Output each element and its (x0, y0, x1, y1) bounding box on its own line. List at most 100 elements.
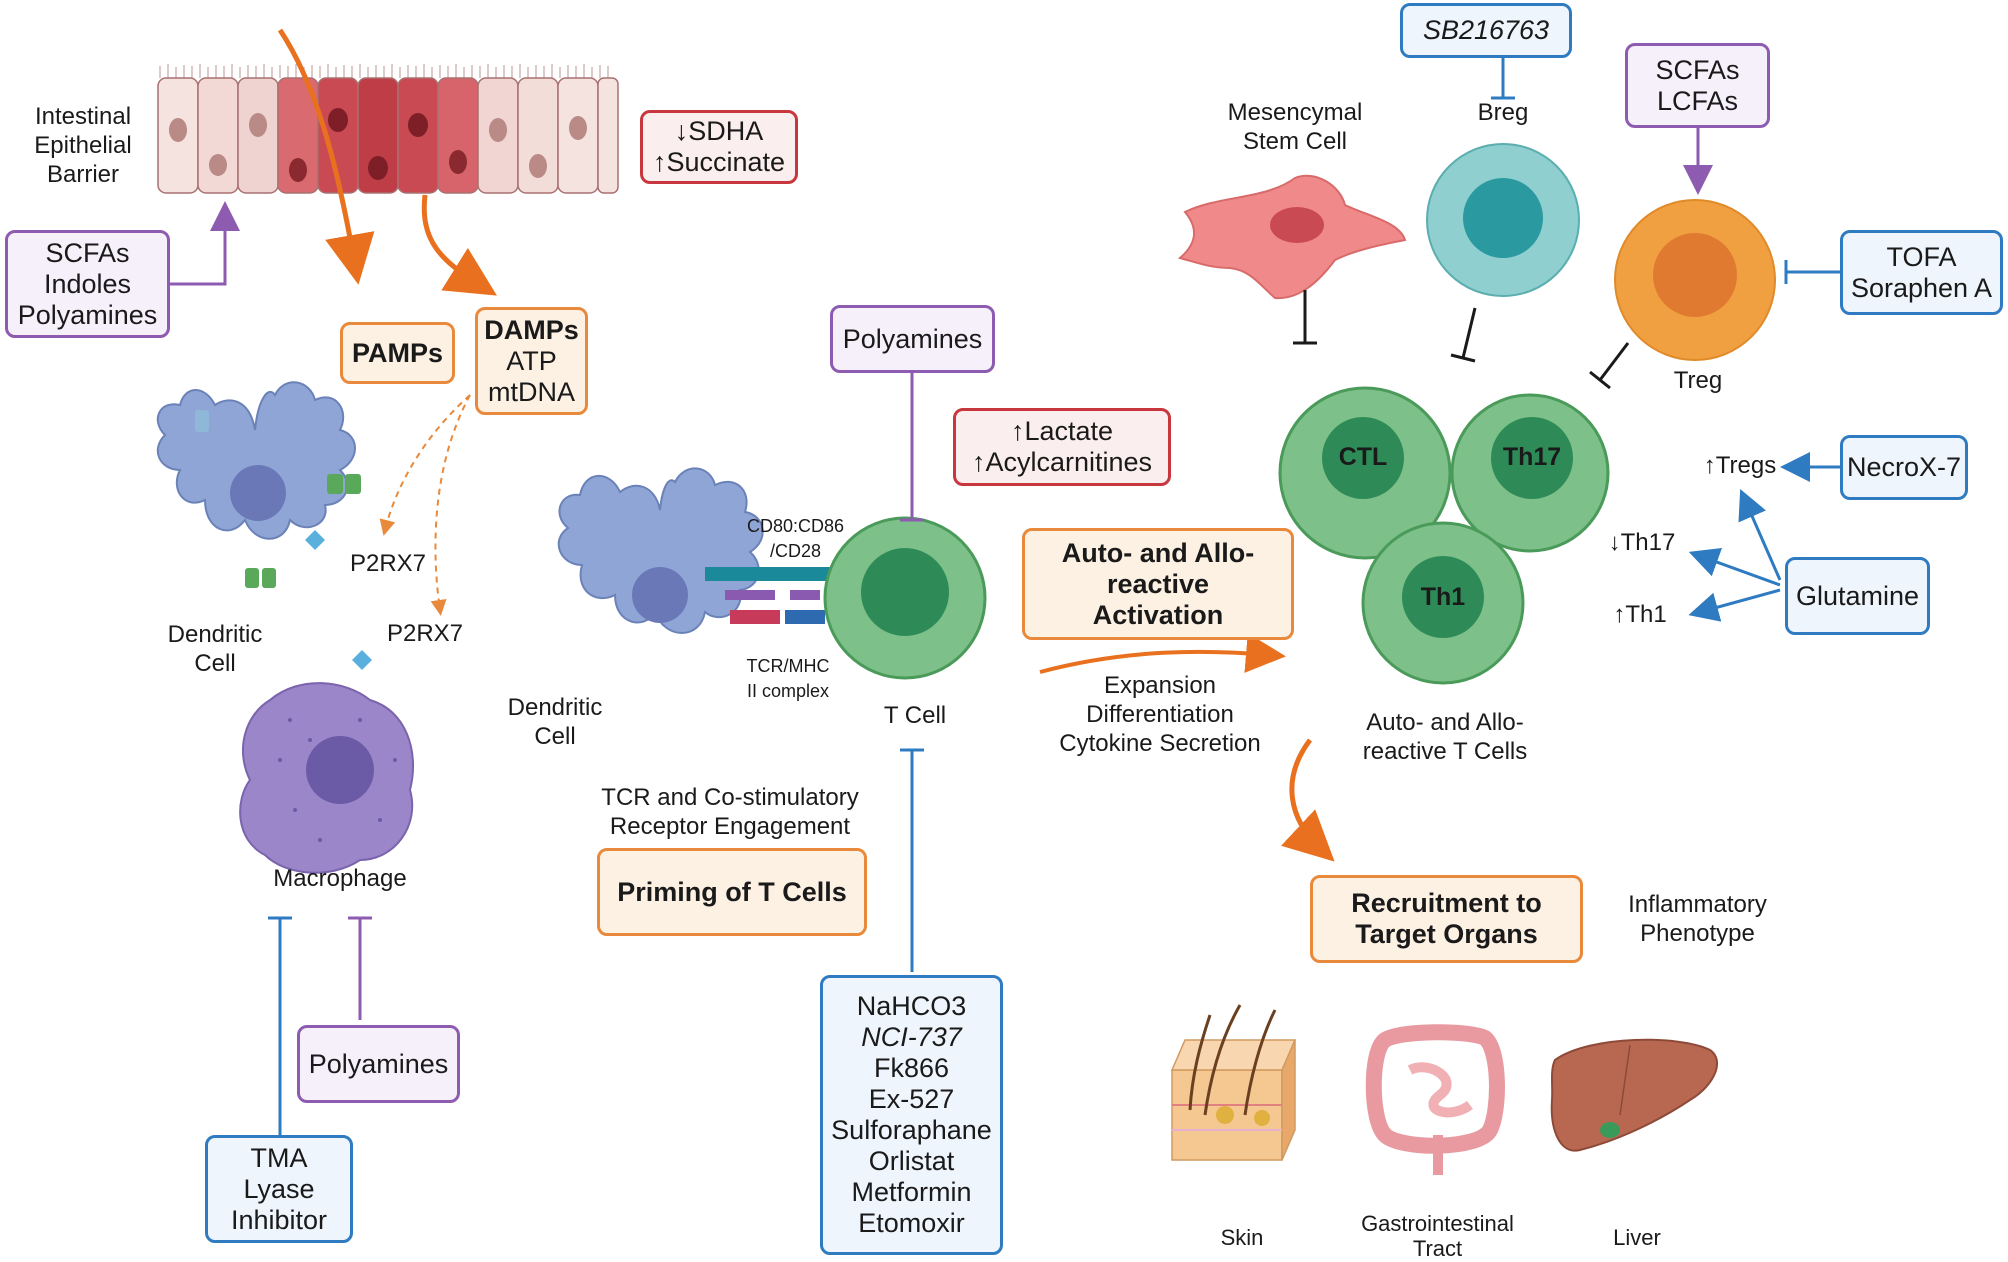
treg-cell (1614, 199, 1776, 361)
lactate-box: ↑Lactate ↑Acylcarnitines (953, 408, 1171, 486)
drug-nci737: NCI-737 (861, 1022, 962, 1052)
scfas-lcfas-line2: LCFAs (1656, 85, 1739, 116)
drug-etomoxir: Etomoxir (858, 1208, 965, 1238)
sb216763-text: SB216763 (1422, 15, 1550, 45)
activation-line1: Auto- and Allo- (1061, 537, 1255, 568)
necrox-box: NecroX-7 (1840, 435, 1968, 500)
dashed-arrow-p2rx7-dc (379, 394, 471, 536)
glutamine-text: Glutamine (1795, 580, 1920, 611)
down-th17-label: ↓Th17 (1608, 529, 1676, 556)
arrow-recruitment (1281, 738, 1335, 862)
drugs-box: NaHCO3 NCI-737 Fk866 Ex-527 Sulforaphane… (820, 975, 1003, 1255)
dendritic-cell-2 (557, 467, 764, 634)
tcr-mhc-line1: TCR/MHC (746, 656, 830, 676)
priming-box: Priming of T Cells (597, 848, 867, 936)
skin-illustration (1170, 1004, 1297, 1161)
pamps-text: PAMPs (351, 337, 444, 368)
dc2-line1: Dendritic (507, 694, 603, 721)
dendritic-cell-2-label: Dendritic Cell (500, 693, 610, 751)
drug-nahco3: NaHCO3 (856, 991, 967, 1021)
cd80-line1: CD80:CD86 (746, 516, 845, 536)
p2rx7-dc-label: P2RX7 (349, 550, 427, 577)
cd80-label: CD80:CD86 /CD28 (738, 514, 853, 564)
tma-line1: TMA (250, 1142, 308, 1173)
expansion-line3: Cytokine Secretion (1059, 730, 1261, 757)
epithelial-label-line2: Epithelial (34, 132, 132, 159)
expansion-label: Expansion Differentiation Cytokine Secre… (1030, 671, 1290, 758)
damps-box: DAMPs ATP mtDNA (475, 307, 588, 415)
tcr-costim-line1: TCR and Co-stimulatory (601, 784, 859, 811)
tma-lyase-box: TMA Lyase Inhibitor (205, 1135, 353, 1243)
drug-fk866: Fk866 (873, 1053, 950, 1083)
tcells-line2: reactive T Cells (1362, 738, 1528, 765)
skin-label: Skin (1220, 1225, 1264, 1250)
effector-t-cells (1278, 386, 1610, 685)
arrow-scfas-epithelium (170, 201, 240, 286)
tcells-line1: Auto- and Allo- (1366, 709, 1524, 736)
damps-line: DAMPs (484, 314, 579, 345)
inflammatory-line2: Phenotype (1640, 920, 1755, 947)
expansion-line2: Differentiation (1086, 701, 1234, 728)
priming-text: Priming of T Cells (617, 876, 847, 907)
ctl-label: CTL (1338, 443, 1388, 471)
epithelial-label-line3: Barrier (46, 161, 119, 188)
epithelial-label-line1: Intestinal (34, 103, 132, 130)
macrophage-label: Macrophage (273, 865, 407, 892)
mesenchymal-stem-cell (1177, 174, 1407, 300)
drug-metformin: Metformin (851, 1177, 972, 1207)
macrophage-cell (239, 650, 415, 874)
polyamines-bottom-box: Polyamines (297, 1025, 460, 1103)
msc-label: Mesencymal Stem Cell (1200, 98, 1390, 156)
arrow-expansion (1039, 633, 1286, 674)
gi-label: Gastrointestinal Tract (1345, 1211, 1530, 1261)
sdha-line: ↓SDHA (674, 116, 764, 146)
drug-ex527: Ex-527 (868, 1084, 955, 1114)
sb216763-box: SB216763 (1400, 3, 1572, 58)
pamps-box: PAMPs (340, 322, 455, 384)
tcr-mhc-line2: II complex (746, 681, 830, 701)
arrow-to-damps (421, 194, 497, 296)
breg-label: Breg (1477, 99, 1529, 126)
epithelial-label: Intestinal Epithelial Barrier (28, 102, 138, 189)
indoles-line: Indoles (43, 268, 132, 299)
scfas-lcfas-line1: SCFAs (1655, 54, 1740, 85)
arrow-to-pamps (277, 28, 375, 285)
tma-line3: Inhibitor (230, 1204, 328, 1235)
lactate-line: ↑Lactate (1010, 416, 1114, 446)
scfas-line: SCFAs (45, 237, 130, 268)
dendritic-cell-1 (156, 381, 361, 588)
drug-sulforaphane: Sulforaphane (831, 1115, 992, 1145)
treg-label: Treg (1673, 367, 1723, 394)
dendritic-cell-1-label: Dendritic Cell (160, 620, 270, 678)
activation-line3: Activation (1092, 599, 1224, 630)
glutamine-box: Glutamine (1785, 557, 1930, 635)
atp-line: ATP (506, 345, 557, 376)
sdha-box: ↓SDHA ↑Succinate (640, 110, 798, 184)
inflammatory-label: Inflammatory Phenotype (1605, 890, 1790, 948)
tofa-box: TOFA Soraphen A (1840, 230, 2003, 315)
polyamines-top-text: Polyamines (842, 323, 983, 354)
acylcarnitines-line: ↑Acylcarnitines (971, 447, 1153, 477)
tofa-line1: TOFA (1886, 241, 1957, 272)
dc1-line1: Dendritic (167, 621, 263, 648)
liver-illustration (1550, 1038, 1719, 1152)
necrox-text: NecroX-7 (1846, 452, 1962, 482)
polyamines-line: Polyamines (17, 299, 158, 330)
recruitment-line1: Recruitment to (1351, 888, 1542, 918)
gi-line2: Tract (1412, 1236, 1463, 1261)
receptor-complex (705, 567, 830, 624)
cd80-line2: /CD28 (769, 541, 822, 561)
msc-line2: Stem Cell (1242, 128, 1348, 155)
tofa-line2: Soraphen A (1850, 272, 1993, 303)
auto-allo-activation-box: Auto- and Allo- reactive Activation (1022, 528, 1294, 640)
drug-orlistat: Orlistat (868, 1146, 955, 1176)
epithelial-barrier (157, 64, 619, 194)
activation-line2: reactive (1106, 568, 1210, 599)
th17-label: Th17 (1502, 443, 1562, 471)
polyamines-bottom-text: Polyamines (308, 1048, 449, 1079)
breg-cell (1426, 143, 1580, 297)
inflammatory-line1: Inflammatory (1628, 891, 1767, 918)
auto-allo-tcells-label: Auto- and Allo- reactive T Cells (1320, 708, 1570, 766)
